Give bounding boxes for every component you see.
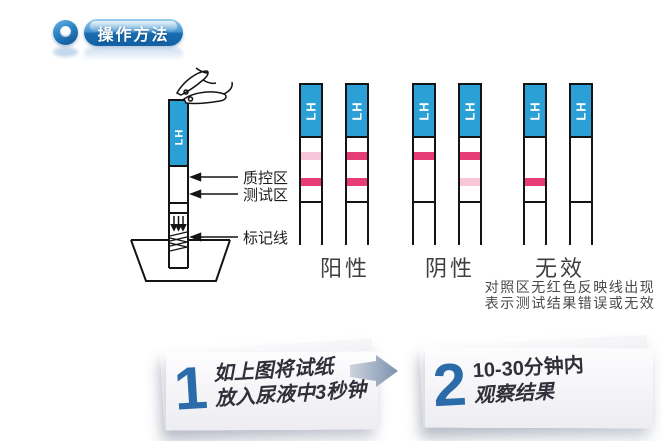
step-text-line: 观察结果 — [473, 381, 555, 408]
dip-direction-arrows-icon — [170, 216, 187, 232]
result-label-positive: 阳性 — [319, 256, 371, 281]
badge-reflection — [84, 48, 183, 61]
control-line — [460, 152, 480, 160]
result-pair-invalid: LH LH — [523, 83, 593, 245]
step-2-card: 2 10-30分钟内 观察结果 — [419, 335, 651, 427]
step-number: 1 — [172, 353, 210, 423]
test-strip: LH — [345, 83, 369, 245]
strip-handle: LH — [301, 83, 321, 138]
result-window — [301, 138, 321, 203]
result-window — [414, 138, 434, 203]
bullet-reflection — [53, 47, 78, 57]
strip-handle: LH — [414, 83, 434, 138]
result-window — [460, 138, 480, 203]
result-window — [347, 138, 367, 203]
result-window — [525, 138, 545, 203]
test-strip: LH — [412, 83, 436, 245]
strip-brand-label: LH — [573, 100, 589, 121]
test-strip: LH — [523, 83, 547, 245]
strip-brand-label: LH — [416, 100, 432, 121]
diagram-test-strip: LH — [168, 99, 189, 269]
marker-line-hatch — [169, 231, 188, 252]
strip-bottom — [525, 203, 545, 245]
section-title: 操作方法 — [97, 26, 170, 44]
test-line — [525, 178, 545, 186]
strip-bottom — [347, 203, 367, 245]
bullet-icon — [53, 20, 78, 45]
urine-cup — [130, 239, 231, 282]
test-strip: LH — [569, 83, 593, 245]
section-title-badge: 操作方法 — [84, 19, 183, 46]
test-line — [301, 178, 321, 186]
strip-handle: LH — [460, 83, 480, 138]
control-line — [414, 152, 434, 160]
strip-brand-label: LH — [349, 100, 365, 121]
strip-brand-label: LH — [303, 100, 319, 121]
test-strip: LH — [458, 83, 482, 245]
strip-handle: LH — [571, 83, 591, 138]
label-test-zone: 测试区 — [243, 187, 288, 204]
test-line — [347, 178, 367, 186]
strip-bottom — [460, 203, 480, 245]
strip-handle: LH — [525, 83, 545, 138]
control-line — [347, 152, 367, 160]
result-label-negative: 阴性 — [424, 256, 476, 281]
strip-bottom — [414, 203, 434, 245]
result-window — [571, 138, 591, 203]
invalid-note: 对照区无红色反映线出现 表示测试结果错误或无效 — [484, 279, 656, 311]
strip-handle: LH — [347, 83, 367, 138]
hand-illustration — [175, 67, 233, 105]
next-step-arrow-icon — [350, 355, 398, 387]
result-pair-negative: LH LH — [412, 83, 482, 245]
strip-bottom — [301, 203, 321, 245]
test-strip: LH — [299, 83, 323, 245]
control-line — [301, 152, 321, 160]
invalid-note-line: 对照区无红色反映线出现 — [484, 279, 656, 295]
strip-brand-label: LH — [174, 129, 186, 146]
result-pair-positive: LH LH — [299, 83, 369, 245]
result-label-invalid: 无效 — [534, 256, 586, 281]
strip-brand-label: LH — [527, 100, 543, 121]
strip-brand-label: LH — [462, 100, 478, 121]
step-number: 2 — [431, 350, 469, 420]
label-marker-line: 标记线 — [243, 230, 288, 247]
label-control-zone: 质控区 — [243, 170, 288, 187]
step-1-card: 1 如上图将试纸 放入尿液中3秒钟 — [159, 338, 377, 430]
invalid-note-line: 表示测试结果错误或无效 — [484, 294, 656, 311]
annotation-arrows — [189, 172, 238, 242]
test-line — [460, 178, 480, 186]
strip-bottom — [571, 203, 591, 245]
